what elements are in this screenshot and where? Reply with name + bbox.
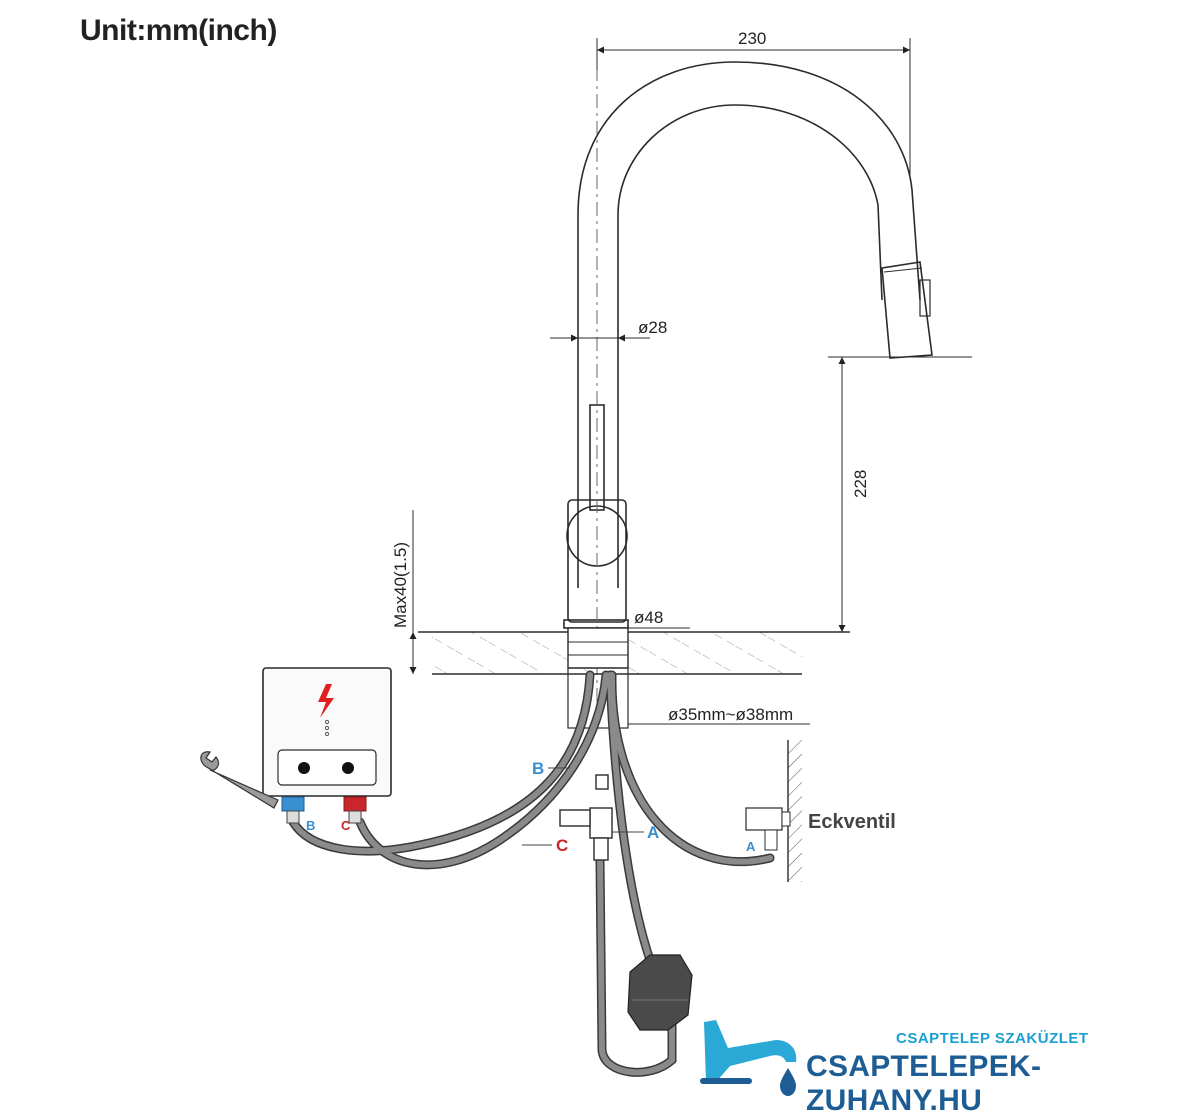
label-angle-valve: Eckventil — [808, 811, 896, 833]
water-drop-icon — [780, 1068, 796, 1096]
label-a-valve: A — [746, 839, 756, 854]
label-a-tee: A — [647, 823, 659, 842]
faucet-logo-icon — [700, 1020, 797, 1084]
brand-tagline: CSAPTELEP SZAKÜZLET — [896, 1030, 1089, 1047]
dimension-lines — [409, 38, 972, 725]
label-c-heater: C — [341, 818, 351, 833]
tee-fitting — [559, 774, 613, 861]
brand-domain[interactable]: CSAPTELEPEK-ZUHANY.HU — [806, 1050, 1042, 1117]
angle-valve — [745, 740, 802, 882]
dim-230: 230 — [738, 29, 766, 48]
dim-diameter-28: ø28 — [638, 318, 667, 337]
dim-hole-range: ø35mm~ø38mm — [668, 705, 793, 724]
label-b-heater: B — [306, 818, 315, 833]
connection-labels: B C A A B C Eckventil — [306, 759, 896, 855]
water-heater — [262, 667, 392, 824]
unit-title: Unit:mm(inch) — [80, 14, 277, 47]
hose-weight — [627, 954, 693, 1031]
label-b-hose: B — [532, 759, 544, 778]
dim-diameter-48: ø48 — [634, 608, 663, 627]
dim-228: 228 — [851, 470, 870, 498]
lightning-icon — [318, 684, 334, 718]
hoses — [288, 670, 775, 1077]
label-c-hose: C — [556, 836, 568, 855]
dim-max-40: Max40(1.5) — [391, 542, 410, 628]
wrench-icon — [200, 751, 279, 809]
faucet-outline — [563, 61, 933, 629]
countertop — [418, 627, 850, 729]
